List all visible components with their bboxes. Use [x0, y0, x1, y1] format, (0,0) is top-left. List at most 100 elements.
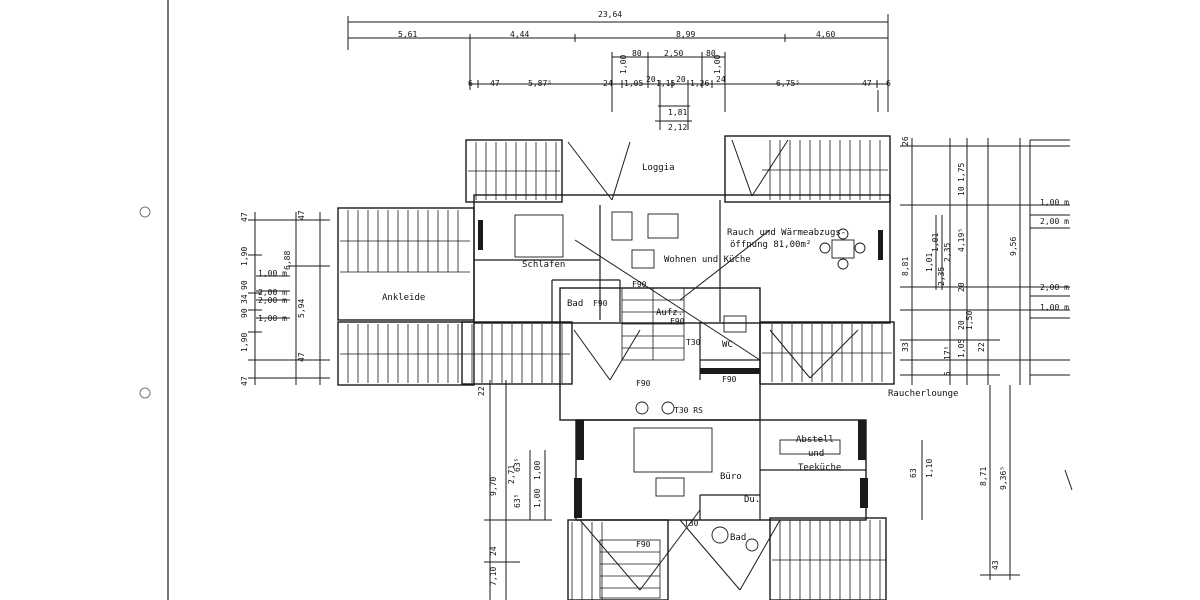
dim-top-row3: 47	[490, 79, 500, 88]
solid-walls	[478, 220, 883, 518]
dim-right-outer: 1,75	[957, 162, 966, 182]
dim-top-row3: 24	[603, 79, 613, 88]
room-label-bath-lower: Bad	[730, 533, 747, 543]
dim-top-row1: 4,44	[510, 30, 530, 39]
dim-left-outer: 1,90	[240, 246, 249, 266]
fire-code-label: F90	[593, 299, 608, 308]
dim-lower-left: 7,10	[489, 566, 498, 586]
dim-right-outer: 1,05	[957, 338, 966, 358]
stairs	[599, 287, 685, 599]
dim-top-row3: 47	[862, 79, 872, 88]
dim-lower-left: 24	[489, 546, 498, 556]
dim-right-outer: 20	[957, 282, 966, 292]
room-label-elevator: Aufz.	[656, 308, 684, 318]
dim-top-row3: 1,26	[690, 79, 710, 88]
desk	[655, 477, 685, 497]
top-dimension-lines	[347, 14, 889, 130]
dim-right-outer: 26	[901, 136, 910, 146]
dim-right-label: 2,00 m	[1040, 217, 1069, 226]
dining-table	[831, 239, 855, 259]
dim-right-outer: 1,50	[965, 310, 974, 330]
dim-right-outer: 22	[977, 342, 986, 352]
dim-left-inner: 2,00 m	[258, 288, 287, 297]
dim-top-row3: 6,75⁵	[776, 79, 801, 88]
dim-lower-left: 63⁵	[513, 493, 522, 508]
dim-top-row3: 6	[886, 79, 891, 88]
dim-top-small: 2,12	[668, 123, 688, 132]
dim-top-row1: 8,99	[676, 30, 696, 39]
dim-top-row2: 80	[632, 49, 642, 58]
dim-right-label: 1,00 m	[1040, 198, 1069, 207]
roof-hatching	[340, 140, 892, 600]
dim-right-mid: 9,56	[1009, 236, 1018, 256]
dim-left-outer: 34	[240, 294, 249, 304]
dim-right-low: 1,10	[925, 458, 934, 478]
room-label-smoke-vent-area: öffnung 81,00m²	[730, 240, 812, 250]
dim-overall-width: 23,64	[598, 10, 623, 19]
furniture	[514, 211, 866, 552]
dim-top-small: 1,00	[713, 54, 722, 74]
dim-top-row3: 5,87⁵	[528, 79, 553, 88]
dim-left-outer: 90	[240, 308, 249, 318]
dim-right-label: 1,00 m	[1040, 303, 1069, 312]
dim-top-row2: 80	[706, 49, 716, 58]
dim-right-outer: 20	[957, 320, 966, 330]
armchair	[647, 213, 679, 239]
kitchen-counter	[779, 439, 841, 455]
roof-hip-lines	[567, 139, 859, 591]
door-code-label: T30 RS	[674, 406, 703, 415]
interior-walls	[474, 200, 866, 520]
dim-right-outer: 4,19⁵	[957, 227, 966, 252]
dim-right-small: 1,01	[931, 232, 940, 252]
room-label-bath-upper: Bad	[567, 299, 584, 309]
dim-top-row3: 20	[676, 75, 686, 84]
left-dimension-lines	[248, 212, 330, 385]
right-dimension-lines	[900, 138, 1073, 580]
dim-top-row3: 24	[716, 75, 726, 84]
dim-top-row1: 4,60	[816, 30, 836, 39]
dim-lower-left: 9,70	[489, 476, 498, 496]
dim-lower-left: 22	[477, 386, 486, 396]
dim-right-outer: 17⁵	[943, 345, 952, 360]
dim-right-low: 8,71	[979, 466, 988, 486]
sofa	[611, 211, 633, 241]
room-label-living-kitchen: Wohnen und Küche	[664, 255, 751, 265]
room-label-shower: Du.	[744, 495, 761, 505]
room-label-wc: WC	[722, 340, 733, 350]
dim-left-inner: 1,00 m	[258, 269, 287, 278]
dim-right-low: 43	[991, 560, 1000, 570]
dim-right-mid: 8,81	[901, 256, 910, 276]
door-code-label: T30	[684, 519, 699, 528]
dim-right-outer: 33	[901, 342, 910, 352]
room-label-bedroom: Schlafen	[522, 260, 566, 270]
dim-lower-left: 1,00	[533, 488, 542, 508]
dim-lower-left: 63⁵	[513, 457, 522, 472]
dim-right-outer: 10	[957, 186, 966, 196]
dim-right-low: 63	[909, 468, 918, 478]
dim-left-mid: 47	[297, 352, 306, 362]
fire-code-label: F90	[722, 375, 737, 384]
dim-top-small: 1,81	[668, 108, 688, 117]
fire-code-label: F90	[636, 379, 651, 388]
dim-left-mid: 6,88	[283, 250, 292, 270]
punch-hole-bottom	[139, 387, 151, 399]
dim-top-row3: 1,15	[656, 79, 676, 88]
room-label-storage-and: und	[808, 449, 825, 459]
bed	[514, 214, 564, 258]
dim-left-inner: 2,00 m	[258, 296, 287, 305]
dim-top-row3: 1,05	[624, 79, 644, 88]
dim-top-small: 1,00	[619, 54, 628, 74]
dim-left-outer: 47	[240, 212, 249, 222]
dim-left-outer: 1,90	[240, 332, 249, 352]
dim-right-label: 2,00 m	[1040, 283, 1069, 292]
dim-top-row3: 20	[646, 75, 656, 84]
dim-lower-left: 1,00	[533, 460, 542, 480]
dim-right-low: 9,36⁵	[999, 465, 1008, 490]
fire-code-label: F90	[670, 317, 685, 326]
room-label-office: Büro	[720, 472, 742, 482]
fire-code-label: F90	[636, 540, 651, 549]
dim-left-mid: 47	[297, 210, 306, 220]
dim-right-small: 2,35	[943, 242, 952, 262]
punch-hole-top	[139, 206, 151, 218]
lower-left-dimension-lines	[484, 380, 552, 600]
